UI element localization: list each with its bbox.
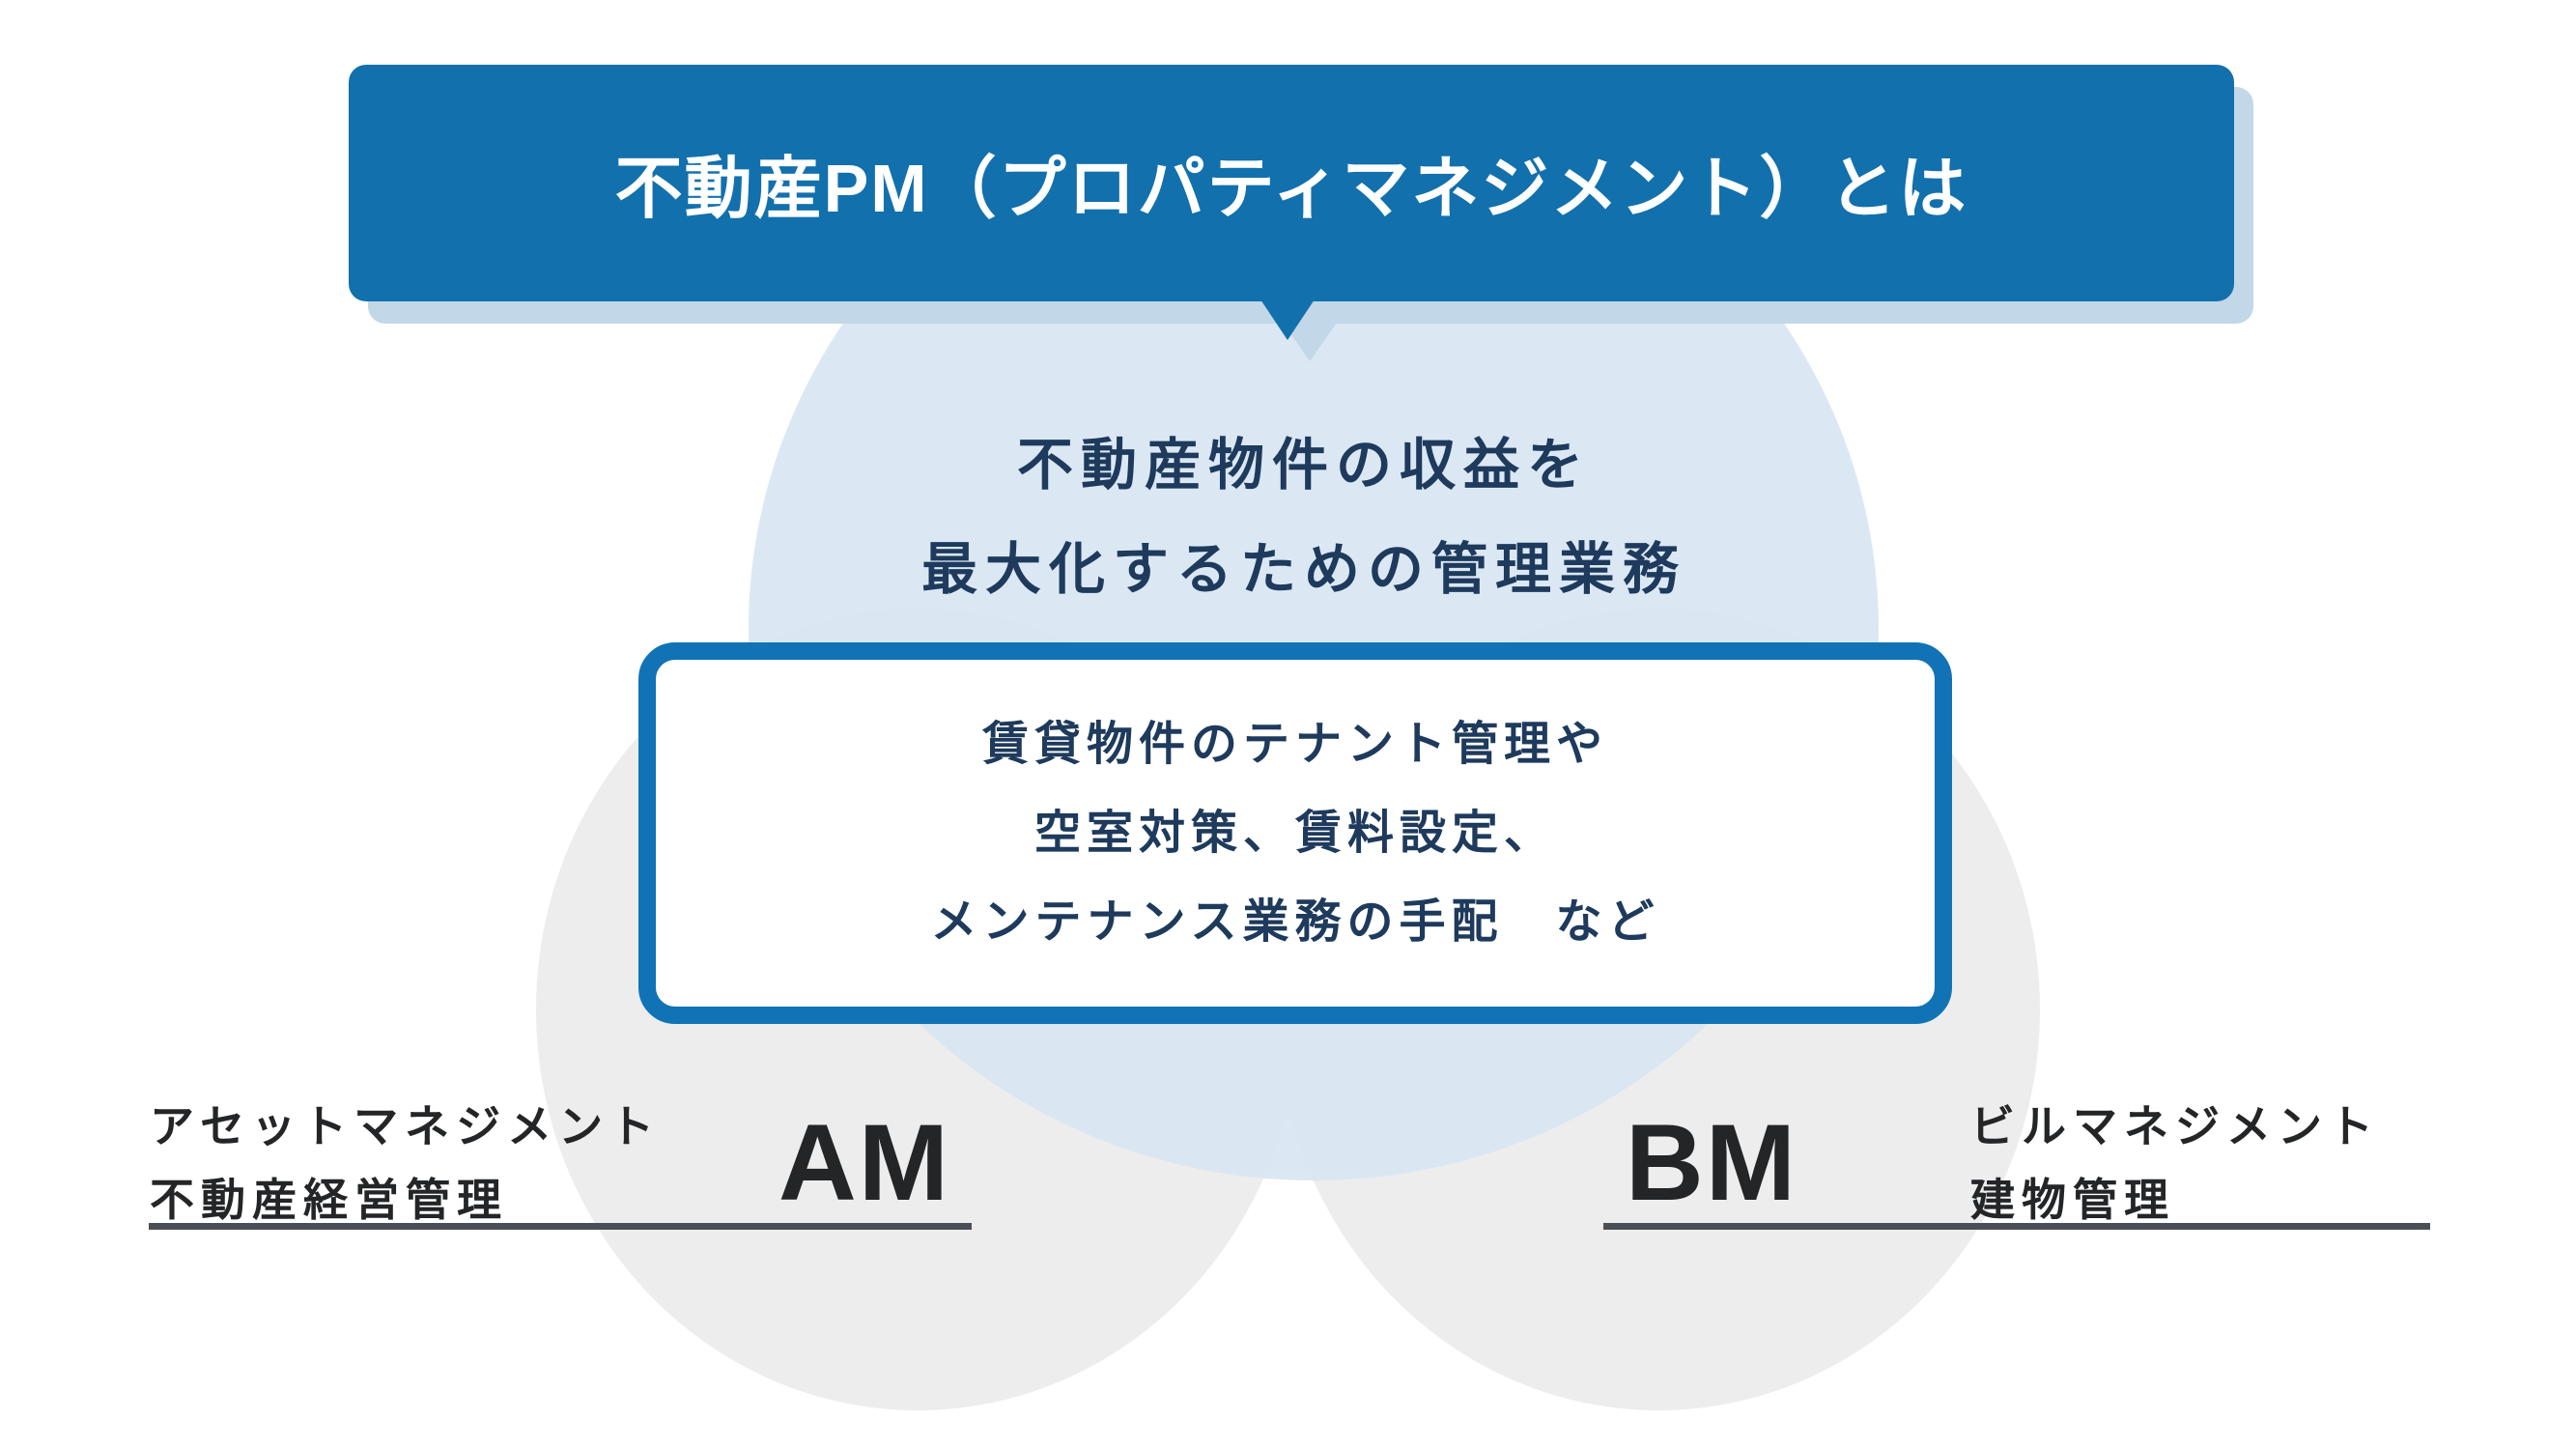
page-title: 不動産PM（プロパティマネジメント）とは [614, 151, 1968, 226]
pm-task-line1: 賃貸物件のテナント管理や [981, 718, 1608, 770]
pm-task-line2: 空室対策、賃料設定、 [1033, 807, 1556, 859]
pm-description: 不動産物件の収益を 最大化するための管理業務 [628, 413, 1980, 622]
bm-label-line1: ビルマネジメント [1970, 1101, 2380, 1151]
banner-pointer-icon [1260, 299, 1315, 340]
am-underline [149, 1223, 972, 1230]
pm-description-line2: 最大化するための管理業務 [920, 538, 1686, 601]
pm-tasks-box: 賃貸物件のテナント管理や 空室対策、賃料設定、 メンテナンス業務の手配 など [638, 642, 1952, 1024]
am-label: アセットマネジメント 不動産経営管理 [150, 1090, 661, 1236]
am-label-line1: アセットマネジメント [150, 1101, 662, 1151]
pm-description-line1: 不動産物件の収益を [1016, 434, 1591, 497]
title-banner: 不動産PM（プロパティマネジメント）とは [349, 65, 2234, 301]
bm-label: ビルマネジメント 建物管理 [1970, 1090, 2380, 1236]
bm-label-line2: 建物管理 [1970, 1175, 2175, 1225]
bm-underline [1603, 1223, 2430, 1230]
am-abbr: AM [778, 1102, 951, 1223]
am-label-line2: 不動産経営管理 [150, 1175, 508, 1225]
bm-abbr: BM [1625, 1102, 1798, 1223]
pm-task-line3: メンテナンス業務の手配 など [930, 895, 1660, 948]
